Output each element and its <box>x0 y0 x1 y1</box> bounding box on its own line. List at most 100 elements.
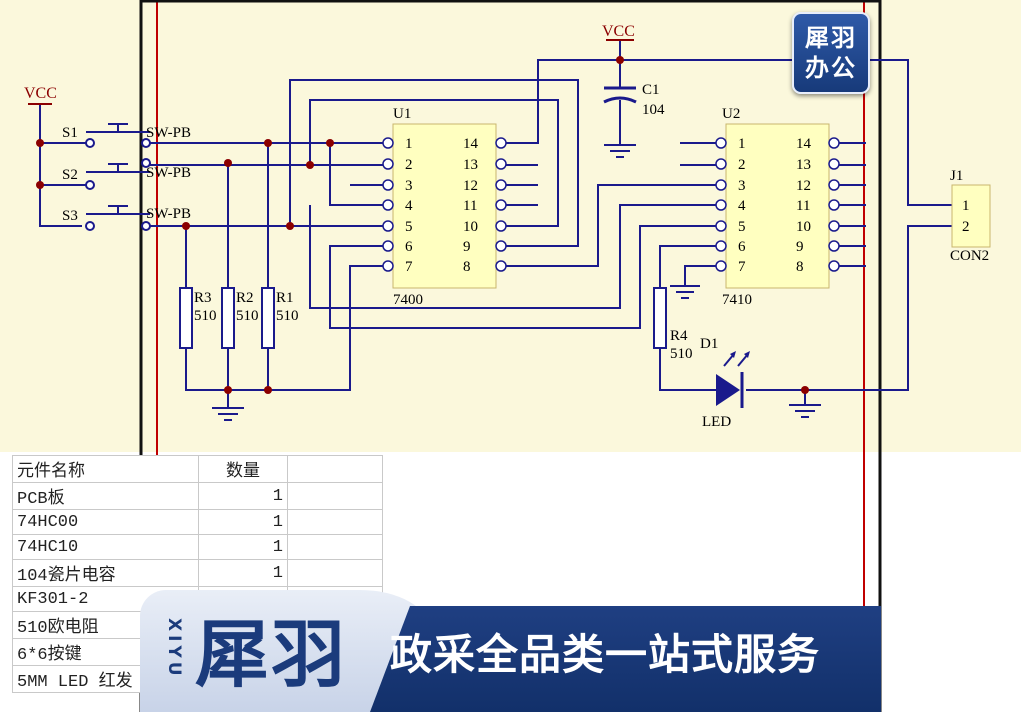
u1-pin-circle <box>382 137 394 149</box>
u1-left-pin-label: 4 <box>405 198 413 214</box>
u1-right-pin-label: 10 <box>463 219 478 235</box>
s2-ref: S2 <box>62 167 78 183</box>
u1-pin-circle <box>495 137 507 149</box>
u1-ref: U1 <box>393 106 411 122</box>
bom-header-name: 元件名称 <box>12 455 199 483</box>
r1-value: 510 <box>276 308 299 324</box>
u1-left-pin-label: 2 <box>405 157 413 173</box>
switch-labels: S1 SW-PB S2 SW-PB S3 SW-PB <box>62 125 191 224</box>
brand-banner: XIYU 犀羽 政采全品类一站式服务 <box>140 588 881 712</box>
u2-pin-circle <box>828 260 840 272</box>
u1-left-pin-label: 1 <box>405 136 413 152</box>
capacitor-c1 <box>603 86 637 104</box>
u1-pin-circle <box>495 220 507 232</box>
u1-pin-circle <box>382 240 394 252</box>
u2-right-pin-label: 11 <box>796 198 810 214</box>
bom-empty <box>287 559 383 587</box>
s3-type: SW-PB <box>146 206 191 222</box>
r2-value: 510 <box>236 308 259 324</box>
u2-right-pin-label: 8 <box>796 259 804 275</box>
led-d1: D1 LED <box>700 336 750 430</box>
bom-name: 74HC10 <box>12 534 199 560</box>
u2-pin-circle <box>715 137 727 149</box>
u1-pin-circle <box>382 220 394 232</box>
j1-part: CON2 <box>950 248 989 264</box>
u2-left-pin-label: 3 <box>738 178 746 194</box>
switch-s1 <box>82 123 151 148</box>
bom-header-row: 元件名称 数量 <box>12 455 383 483</box>
u2-pin-circle <box>715 220 727 232</box>
u1-pin-circle <box>495 179 507 191</box>
u1-pin-circle <box>495 240 507 252</box>
r4-value: 510 <box>670 346 693 362</box>
u2-right-pin-label: 14 <box>796 136 812 152</box>
u1-pin-circle <box>382 199 394 211</box>
d1-ref: D1 <box>700 336 718 352</box>
u2-pin-circle <box>715 260 727 272</box>
j1-pin-1: 1 <box>962 198 970 214</box>
u2-pin-circle <box>828 199 840 211</box>
bom-qty: 1 <box>198 534 288 560</box>
u2-pin-circle <box>828 179 840 191</box>
bom-qty: 1 <box>198 559 288 587</box>
resistor-labels: R3 510 R2 510 R1 510 R4 510 <box>194 290 693 362</box>
bom-name: 104瓷片电容 <box>12 559 199 587</box>
badge-line-1: 犀羽 <box>805 24 857 52</box>
u2-pin-circle <box>828 137 840 149</box>
r2-ref: R2 <box>236 290 254 306</box>
u2-left-pin-label: 6 <box>738 239 746 255</box>
bom-name: 74HC00 <box>12 509 199 535</box>
connector-j1: J1 1 2 CON2 <box>950 168 991 264</box>
u1-pin-circle <box>382 260 394 272</box>
led-label: LED <box>702 414 731 430</box>
u2-pin-circle <box>828 240 840 252</box>
s1-type: SW-PB <box>146 125 191 141</box>
u2-part: 7410 <box>722 292 752 308</box>
u1-left-pin-label: 6 <box>405 239 413 255</box>
c1-ref: C1 <box>642 82 660 98</box>
brand-chinese: 犀羽 <box>195 612 347 698</box>
u1-part: 7400 <box>393 292 423 308</box>
u1-pin-circle <box>495 158 507 170</box>
c1-value: 104 <box>642 102 665 118</box>
u2-right-pin-label: 9 <box>796 239 804 255</box>
u1-pin-circle <box>382 179 394 191</box>
badge-line-2: 办公 <box>805 54 857 82</box>
resistors <box>179 287 667 349</box>
bom-qty: 1 <box>198 482 288 510</box>
bom-empty <box>287 509 383 535</box>
r3-value: 510 <box>194 308 217 324</box>
j1-pin-2: 2 <box>962 219 970 235</box>
u2-pin-circle <box>828 158 840 170</box>
r4-ref: R4 <box>670 328 688 344</box>
vcc-top-label: VCC <box>602 23 635 40</box>
u2-right-pin-label: 13 <box>796 157 811 173</box>
u2-pin-circle <box>715 240 727 252</box>
u1-right-pin-label: 9 <box>463 239 471 255</box>
bom-name: PCB板 <box>12 482 199 510</box>
banner-slogan-bar <box>370 606 881 712</box>
u1-right-pin-label: 12 <box>463 178 478 194</box>
u2-pin-circle <box>715 158 727 170</box>
brand-latin: XIYU <box>164 618 184 680</box>
ground-symbols <box>212 144 821 421</box>
u1-right-pin-label: 8 <box>463 259 471 275</box>
u2-left-pin-label: 1 <box>738 136 746 152</box>
r3-ref: R3 <box>194 290 212 306</box>
vcc-top: VCC <box>602 23 635 41</box>
u1-right-pin-label: 11 <box>463 198 477 214</box>
junctions <box>36 56 809 394</box>
u2-pin-circle <box>715 199 727 211</box>
s2-type: SW-PB <box>146 165 191 181</box>
u2-left-pin-label: 7 <box>738 259 746 275</box>
watermark-badge: 犀羽 办公 <box>792 12 870 94</box>
u1-pin-circle <box>382 158 394 170</box>
u1-right-pin-label: 14 <box>463 136 479 152</box>
u1-pin-circle <box>495 260 507 272</box>
r1-ref: R1 <box>276 290 294 306</box>
u2-left-pin-label: 2 <box>738 157 746 173</box>
